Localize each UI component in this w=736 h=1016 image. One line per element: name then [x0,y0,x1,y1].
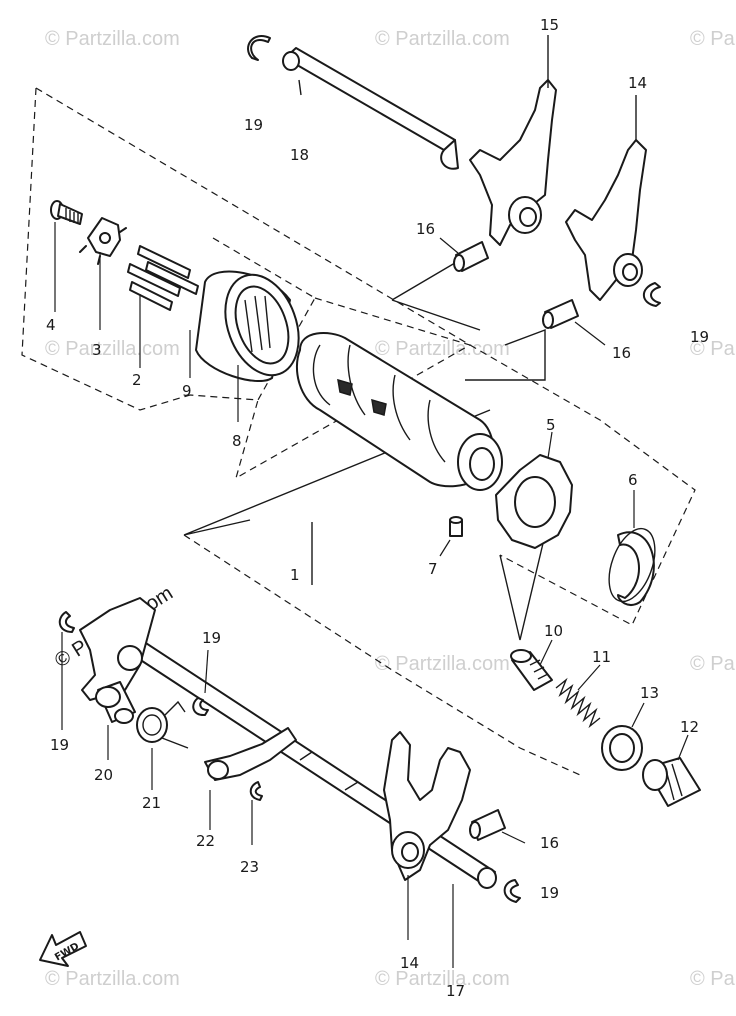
watermark-text: © Partzilla.com [690,653,736,675]
callout-part-5: 5 [546,416,556,434]
guide-pin-16-lower [469,809,526,844]
spring-11 [555,664,601,729]
watermark-text: © Partzilla.com [375,338,510,360]
watermark-text: © Partzilla.com [690,28,736,50]
shift-drum [295,332,503,491]
segment-plate-3 [79,217,127,330]
washer-13 [601,702,645,771]
callout-part-19-mid: 19 [202,629,221,647]
shift-arm [204,727,297,830]
assembly-outlines [21,87,696,776]
callout-part-16-upper: 16 [416,220,435,238]
callout-part-8: 8 [232,432,242,450]
callout-part-19-bottom: 19 [540,884,559,902]
callout-part-10: 10 [544,622,563,640]
watermark-text: © Partzilla.com [45,968,180,990]
stopper-lever [79,597,156,701]
fork-link-lines [391,259,546,381]
drum-assembly-outline [469,344,696,626]
watermark-text: © Partzilla.com [375,28,510,50]
circlip-icon [503,879,521,903]
callout-part-19-left: 19 [50,736,69,754]
shift-fork-15 [469,35,557,246]
callout-part-11: 11 [592,648,611,666]
drum-pins-2 [127,245,199,368]
callout-part-3: 3 [92,341,102,359]
shaft-assembly-outline [183,534,581,776]
callout-part-14-lower: 14 [400,954,419,972]
bearing-assembly-outline [189,237,316,401]
callout-part-17: 17 [446,982,465,1000]
callout-part-9: 9 [182,382,192,400]
circlip-icon [642,282,661,307]
circlip-icon [247,35,271,61]
watermark-text: © Partzilla.com [690,968,736,990]
watermark-text: © Partzilla.com [690,338,736,360]
torsion-spring-21 [136,700,189,790]
roller-20 [95,681,136,760]
callout-part-21: 21 [142,794,161,812]
plug-bolt-12 [642,734,701,807]
callout-part-15: 15 [540,16,559,34]
callout-part-7: 7 [428,560,438,578]
callout-part-22: 22 [196,832,215,850]
pin-7 [439,516,463,557]
callout-part-18: 18 [290,146,309,164]
detent-plunger-10 [510,639,553,691]
callout-part-16-lower: 16 [540,834,559,852]
circlip-icon [58,611,75,730]
callout-part-19-right: 19 [690,328,709,346]
circlip-icon [249,781,263,845]
callout-part-2: 2 [132,371,142,389]
screw-4 [50,200,83,312]
guide-pin-16-mid [542,299,606,346]
watermark-text: © Partzilla.com [45,338,180,360]
callout-part-14-upper: 14 [628,74,647,92]
fwd-arrow-icon: FWD [39,931,87,967]
watermark-text: © Partzilla.com [375,968,510,990]
callout-part-19-top-left: 19 [244,116,263,134]
callout-part-16-mid: 16 [612,344,631,362]
callout-labels: 1 2 3 4 5 6 7 8 9 10 11 12 13 14 14 15 1… [46,16,709,1000]
drum-inner-outline [235,297,472,480]
callout-part-23: 23 [240,858,259,876]
callout-part-6: 6 [628,471,638,489]
shift-fork-14-upper [565,95,647,301]
callout-part-20: 20 [94,766,113,784]
callout-part-12: 12 [680,718,699,736]
callout-part-1: 1 [290,566,300,584]
ring-clip-6 [608,490,656,606]
detent-link-line [499,534,546,641]
shift-fork-14-lower [383,731,471,940]
watermark-text: © Partzilla.com [375,653,510,675]
shift-fork-shaft-upper [282,47,459,170]
circlip-icon [192,649,209,717]
bearing-9 [189,270,300,422]
left-assembly-outline [21,87,191,411]
callout-part-13: 13 [640,684,659,702]
guide-pin-16-upper [439,237,489,272]
callout-part-4: 4 [46,316,56,334]
watermark-text: © Partzilla.com [45,28,180,50]
cam-plate-5 [495,431,573,549]
